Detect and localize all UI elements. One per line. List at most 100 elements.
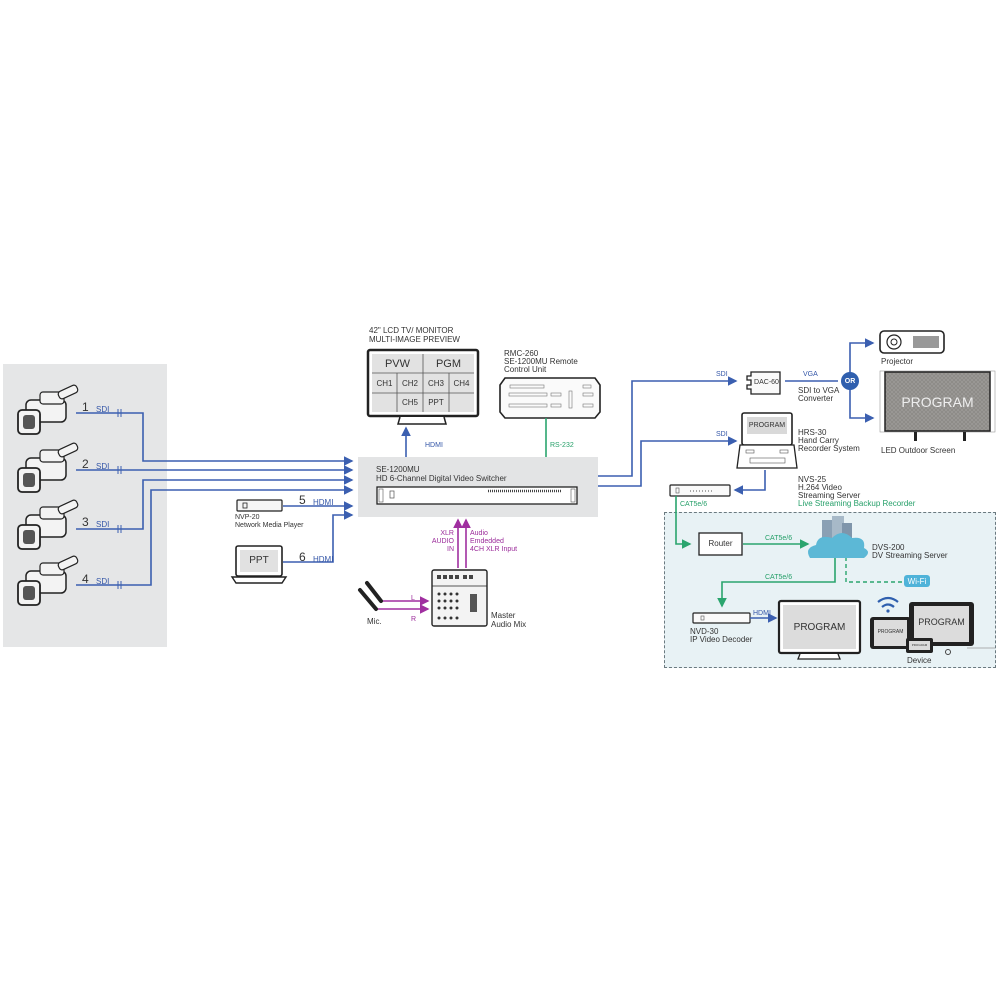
camera-4-link: SDI	[96, 577, 110, 586]
hrs-line3: Recorder System	[798, 444, 860, 453]
led-screen-text: PROGRAM	[901, 394, 974, 410]
phone-screen-text: PROGRAM	[911, 643, 928, 647]
projector-label: Projector	[881, 357, 914, 366]
microphones	[358, 581, 383, 611]
ppt-link: HDMI	[313, 555, 334, 564]
hrs-screen-text: PROGRAM	[748, 422, 786, 429]
sdi-line-4	[76, 485, 354, 586]
or-badge-circle	[841, 372, 859, 390]
tablet-screen-text: PROGRAM	[918, 617, 965, 627]
vga-label: VGA	[803, 371, 818, 378]
nvs-line3: Streaming Server	[798, 491, 861, 500]
camera-1-link: SDI	[96, 405, 110, 414]
dac-desc-2: Converter	[798, 394, 834, 403]
remote-line2: SE-1200MU Remote	[504, 357, 578, 366]
mixer-line2: Audio Mix	[491, 620, 527, 629]
camera-3-link: SDI	[96, 520, 110, 529]
wifi-badge-box	[904, 575, 930, 587]
projector	[879, 330, 945, 354]
sdi-line-1	[76, 412, 354, 466]
camera-4-number: 4	[82, 572, 89, 586]
nvp-20-device	[236, 499, 283, 512]
mixer-line1: Master	[491, 611, 516, 620]
embedded-line3: 4CH XLR Input	[470, 546, 518, 553]
nvp-desc: Network Media Player	[235, 522, 304, 529]
mic-right-label: R	[411, 616, 417, 623]
nvd-30-device	[692, 612, 751, 624]
nvp-link: HDMI	[313, 498, 334, 507]
wifi-icon	[877, 596, 899, 613]
nvp-name: NVP-20	[235, 514, 260, 521]
dac-60-device	[746, 371, 781, 395]
preview-monitor	[366, 348, 480, 425]
nvs-line4: Live Streaming Backup Recorder	[798, 499, 916, 508]
monitor-ch4: CH4	[453, 379, 470, 388]
sdi-out-line-2	[598, 436, 738, 487]
cat-label-3: CAT5e/6	[765, 574, 793, 581]
monitor-pvw: PVW	[384, 358, 411, 370]
sdi-out-line-1	[598, 376, 738, 477]
camera-2-link: SDI	[96, 462, 110, 471]
device-label: Device	[907, 656, 932, 665]
sdi-out-2-label: SDI	[716, 431, 728, 438]
camera-2	[17, 442, 79, 493]
remote-control-unit	[499, 377, 601, 419]
monitor-ppt: PPT	[428, 398, 444, 407]
monitor-title-2: MULTI-IMAGE PREVIEW	[369, 335, 460, 344]
audio-mixer	[431, 569, 488, 627]
camera-1-number: 1	[82, 400, 89, 414]
monitor-ch1: CH1	[376, 379, 393, 388]
camera-3	[17, 499, 79, 550]
camera-3-number: 3	[82, 515, 89, 529]
led-line	[849, 381, 875, 423]
ppt-laptop	[230, 545, 288, 584]
led-label: LED Outdoor Screen	[881, 446, 956, 455]
wifi-badge: Wi-Fi	[907, 577, 927, 586]
dvs-line1: DVS-200	[872, 543, 905, 552]
switcher-model: SE-1200MU	[376, 465, 420, 474]
dac-desc-1: SDI to VGA	[798, 386, 840, 395]
xlr-line2: AUDIO	[431, 538, 454, 545]
nvs-25-device	[669, 484, 731, 497]
led-outdoor-screen	[879, 370, 996, 441]
nvd-hdmi-label: HDMI	[753, 610, 771, 617]
nvd-line2: IP Video Decoder	[690, 635, 753, 644]
camera-4	[17, 555, 79, 606]
remote-line3: Control Unit	[504, 365, 547, 374]
small-tablet-screen-text: PROGRAM	[877, 629, 904, 635]
cat-label-1: CAT5e/6	[680, 501, 708, 508]
monitor-title-1: 42" LCD TV/ MONITOR	[369, 326, 454, 335]
devices-group	[870, 602, 995, 655]
projector-line	[849, 338, 875, 381]
sdi-out-1-label: SDI	[716, 371, 728, 378]
monitor-hdmi-label: HDMI	[425, 442, 443, 449]
dvs-200-cloud	[808, 516, 868, 558]
hrs-line2: Hand Carry	[798, 436, 839, 445]
nvd-line1: NVD-30	[690, 627, 719, 636]
hrs-30-recorder	[736, 412, 798, 469]
cat-line-nvs-router	[675, 496, 692, 549]
nvp-number: 5	[299, 493, 306, 507]
nvs-line2: H.264 Video	[798, 483, 842, 492]
cat-label-2: CAT5e/6	[765, 535, 793, 542]
sdi-line-3	[76, 475, 354, 530]
ppt-number: 6	[299, 550, 306, 564]
switcher-rack-unit	[376, 486, 578, 505]
rs232-label: RS-232	[550, 442, 574, 449]
monitor-pgm: PGM	[435, 358, 462, 370]
embedded-line2: Emdedded	[470, 538, 504, 545]
hrs-to-nvs-line	[733, 470, 766, 495]
mic-label: Mic.	[367, 617, 382, 626]
xlr-line1: XLR	[440, 530, 454, 537]
embedded-line1: Audio	[470, 530, 488, 537]
xlr-line3: IN	[447, 546, 454, 553]
ppt-screen-text: PPT	[249, 555, 269, 566]
wifi-dashed-line	[845, 557, 903, 583]
remote-line1: RMC-260	[504, 349, 539, 358]
camera-2-number: 2	[82, 457, 89, 471]
dvs-line2: DV Streaming Server	[872, 551, 948, 560]
camera-1	[17, 384, 79, 435]
monitor-ch3: CH3	[427, 379, 444, 388]
or-badge: OR	[844, 378, 856, 385]
